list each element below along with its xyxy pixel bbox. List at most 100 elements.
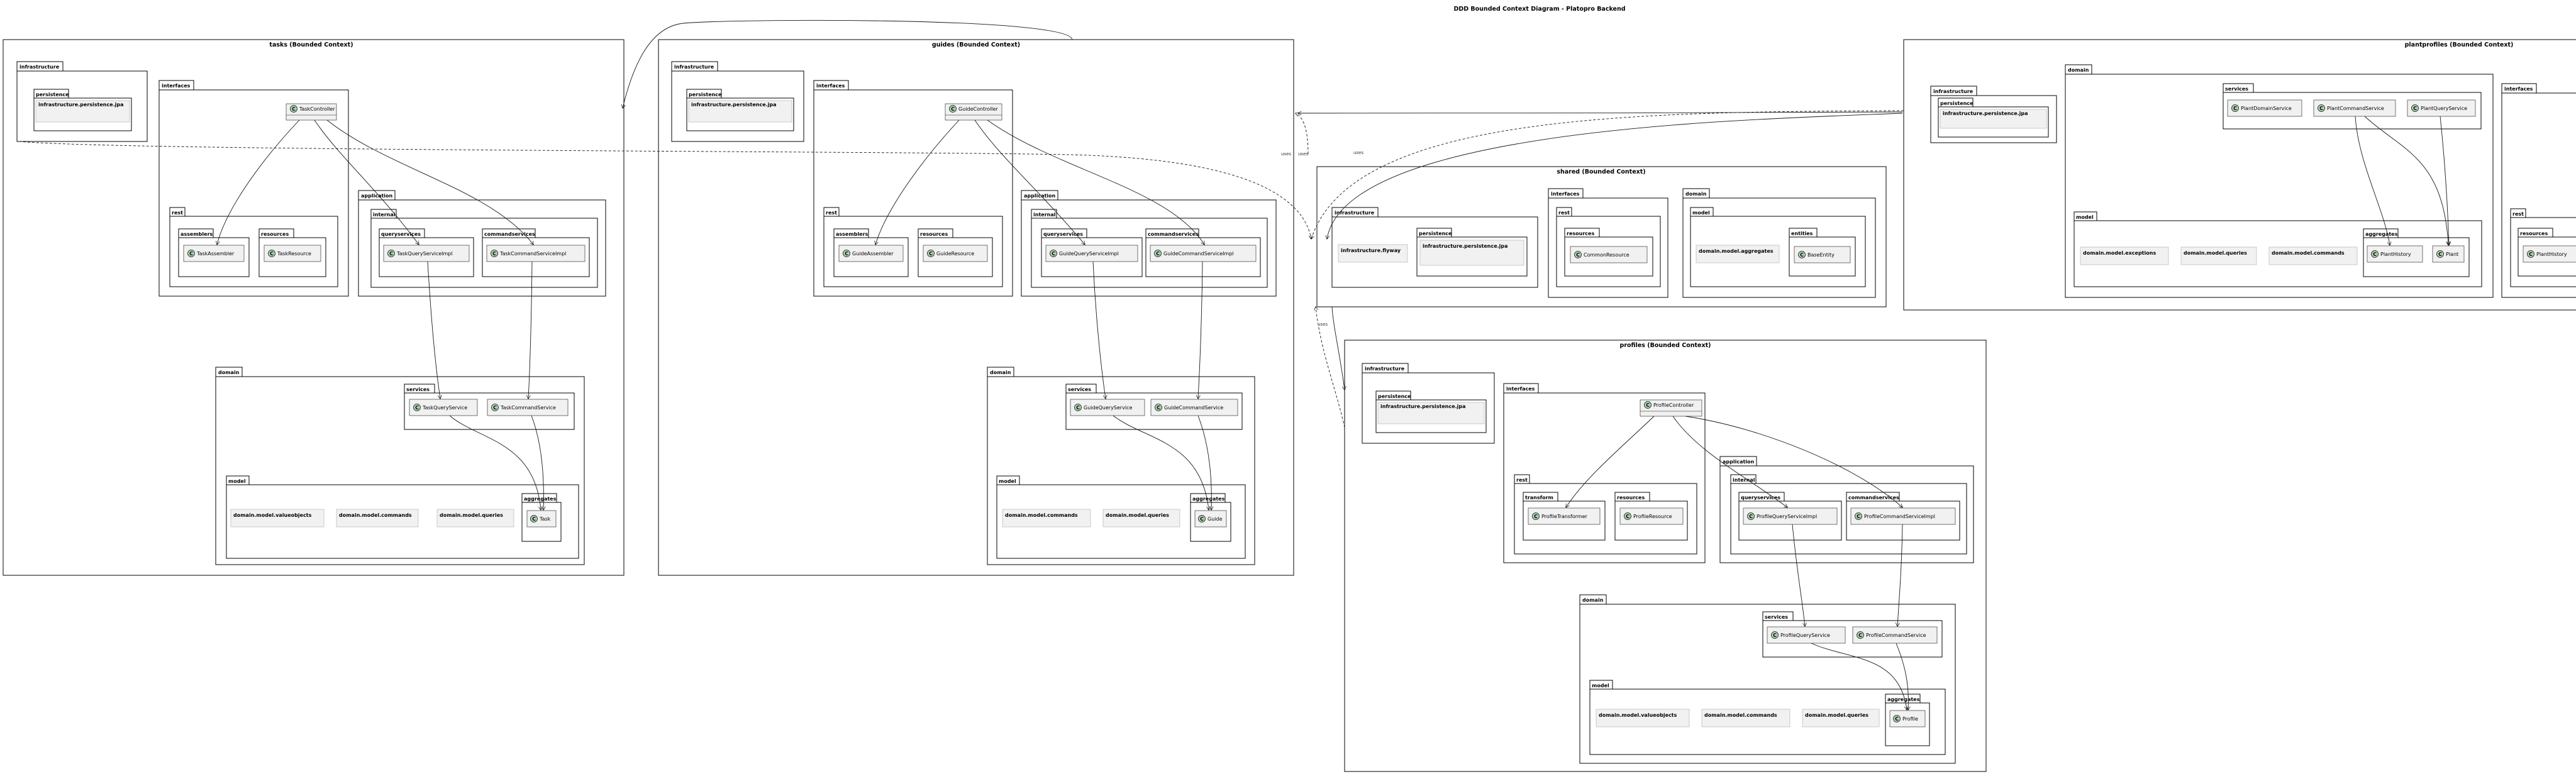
svg-text:interfaces: interfaces [2504, 86, 2533, 92]
svg-text:GuideAssembler: GuideAssembler [852, 251, 894, 257]
class-profile-resource[interactable]: C ProfileResource [1619, 507, 1684, 525]
class-plant-query-service[interactable]: C PlantQueryService [2407, 99, 2476, 117]
class-guide-query-service-impl[interactable]: C GuideQueryServiceImpl [1045, 245, 1138, 262]
class-profile[interactable]: C Profile [1889, 710, 1926, 727]
class-profile-command-service-impl[interactable]: C ProfileCommandServiceImpl [1850, 507, 1956, 525]
class-plant-history[interactable]: C PlantHistory [2367, 245, 2423, 263]
edge-controller-commandimpl [326, 119, 533, 245]
package-domain: domain services C TaskQueryService C Tas… [215, 367, 585, 565]
context-title-profiles: profiles (Bounded Context) [1620, 342, 1711, 349]
svg-text:resources: resources [261, 231, 289, 237]
class-task-query-service[interactable]: C TaskQueryService [409, 399, 478, 416]
package-valueobjects [1596, 709, 1690, 727]
svg-text:ProfileCommandService: ProfileCommandService [1866, 633, 1926, 638]
class-profile-transformer[interactable]: C ProfileTransformer [1528, 507, 1601, 525]
svg-text:aggregates: aggregates [1192, 496, 1225, 502]
svg-text:interfaces: interfaces [1506, 386, 1535, 392]
svg-text:C: C [1534, 514, 1538, 519]
class-task-query-service-impl[interactable]: C TaskQueryServiceImpl [383, 245, 470, 262]
class-guide-assembler[interactable]: C GuideAssembler [838, 245, 904, 262]
class-plant-domain-service[interactable]: C PlantDomainService [2227, 99, 2302, 117]
class-task-command-service-impl[interactable]: C TaskCommandServiceImpl [486, 245, 586, 262]
edge-queryservice-guide [1113, 415, 1209, 510]
package-interfaces: interfaces rest resources C CommonResour… [1548, 188, 1668, 298]
class-profile-command-service[interactable]: C ProfileCommandService [1852, 626, 1938, 644]
class-plant-command-service[interactable]: C PlantCommandService [2313, 99, 2396, 117]
svg-text:domain: domain [1582, 597, 1604, 603]
svg-text:resources: resources [920, 231, 948, 237]
class-plant[interactable]: C Plant [2432, 245, 2465, 263]
svg-text:C: C [951, 106, 955, 112]
svg-text:application: application [1723, 459, 1755, 465]
svg-text:persistence: persistence [1378, 394, 1411, 399]
class-task-resource[interactable]: C TaskResource [264, 245, 321, 262]
package-application: application internal queryservices C Tas… [358, 190, 606, 297]
svg-text:persistence: persistence [36, 92, 69, 97]
svg-text:ProfileTransformer: ProfileTransformer [1541, 514, 1588, 519]
class-plant-history-resource[interactable]: C PlantHistory [2523, 245, 2576, 263]
svg-text:model: model [2076, 214, 2094, 220]
package-jpa [35, 100, 130, 123]
edge-plantprofiles-uses-shared [1311, 110, 1904, 239]
svg-text:GuideResource: GuideResource [936, 251, 974, 257]
package-domain: domain services C PlantDomainService C P… [2065, 64, 2494, 298]
svg-text:application: application [1024, 193, 1056, 199]
svg-text:C: C [1076, 405, 1080, 411]
package-queries [2180, 246, 2257, 265]
svg-text:persistence: persistence [1940, 101, 1974, 106]
svg-text:infrastructure.persistence.jpa: infrastructure.persistence.jpa [1423, 243, 1508, 249]
svg-text:C: C [1773, 633, 1777, 638]
svg-text:queryservices: queryservices [1741, 495, 1780, 500]
svg-text:domain.model.queries: domain.model.queries [1805, 712, 1868, 718]
class-task-assembler[interactable]: C TaskAssembler [183, 245, 245, 262]
class-task[interactable]: C Task [526, 510, 557, 528]
svg-text:persistence: persistence [689, 92, 722, 97]
class-base-entity[interactable]: C BaseEntity [1794, 246, 1851, 263]
class-guide[interactable]: C Guide [1194, 510, 1227, 528]
class-guide-command-service[interactable]: C GuideCommandService [1150, 399, 1238, 416]
svg-text:C: C [389, 251, 393, 257]
svg-text:GuideCommandService: GuideCommandService [1164, 405, 1223, 411]
svg-text:internal: internal [1033, 212, 1056, 218]
svg-text:model: model [1692, 210, 1710, 216]
class-common-resource[interactable]: C CommonResource [1570, 246, 1648, 263]
svg-text:queryservices: queryservices [1043, 231, 1083, 237]
svg-text:infrastructure: infrastructure [1933, 89, 1974, 94]
svg-text:queryservices: queryservices [381, 231, 421, 237]
edge-controller-queryimpl [1672, 416, 1787, 507]
edge-controller-queryimpl [974, 119, 1085, 245]
class-task-controller[interactable]: C TaskController [286, 103, 337, 121]
svg-text:domain.model.commands: domain.model.commands [339, 512, 412, 518]
class-profile-controller[interactable]: C ProfileController [1640, 399, 1702, 417]
svg-text:C: C [1858, 633, 1862, 638]
svg-text:entities: entities [1791, 231, 1813, 236]
edge-tasks-uses-shared [18, 141, 1311, 239]
class-guide-query-service[interactable]: C GuideQueryService [1070, 399, 1145, 416]
class-profile-query-service[interactable]: C ProfileQueryService [1767, 626, 1846, 644]
package-queries [436, 509, 514, 528]
edge-queryservice-plant [2440, 116, 2449, 245]
edge-commandservice-profile [1896, 643, 1908, 710]
svg-text:domain.model.valueobjects: domain.model.valueobjects [233, 512, 312, 518]
package-commands [336, 509, 419, 528]
edge-controller-assembler [875, 119, 960, 245]
class-guide-command-service-impl[interactable]: C GuideCommandServiceImpl [1150, 245, 1257, 262]
diagram-title: DDD Bounded Context Diagram - Platopro B… [1453, 6, 1625, 13]
class-guide-resource[interactable]: C GuideResource [923, 245, 988, 262]
svg-text:rest: rest [826, 210, 837, 216]
package-jpa [1419, 240, 1524, 266]
svg-text:interfaces: interfaces [816, 83, 845, 89]
svg-text:infrastructure: infrastructure [19, 64, 60, 70]
edge-shared-to-profiles [1331, 306, 1345, 390]
context-shared: shared (Bounded Context) infrastructure … [1316, 166, 1887, 307]
svg-text:TaskController: TaskController [299, 106, 335, 112]
class-guide-controller[interactable]: C GuideController [945, 103, 1002, 121]
svg-text:aggregates: aggregates [524, 496, 557, 502]
class-profile-query-service-impl[interactable]: C ProfileQueryServiceImpl [1743, 507, 1838, 525]
class-task-command-service[interactable]: C TaskCommandService [487, 399, 569, 416]
context-title-tasks: tasks (Bounded Context) [269, 41, 353, 48]
svg-text:ProfileController: ProfileController [1653, 402, 1694, 408]
svg-text:C: C [1749, 514, 1753, 519]
svg-text:C: C [189, 251, 193, 257]
